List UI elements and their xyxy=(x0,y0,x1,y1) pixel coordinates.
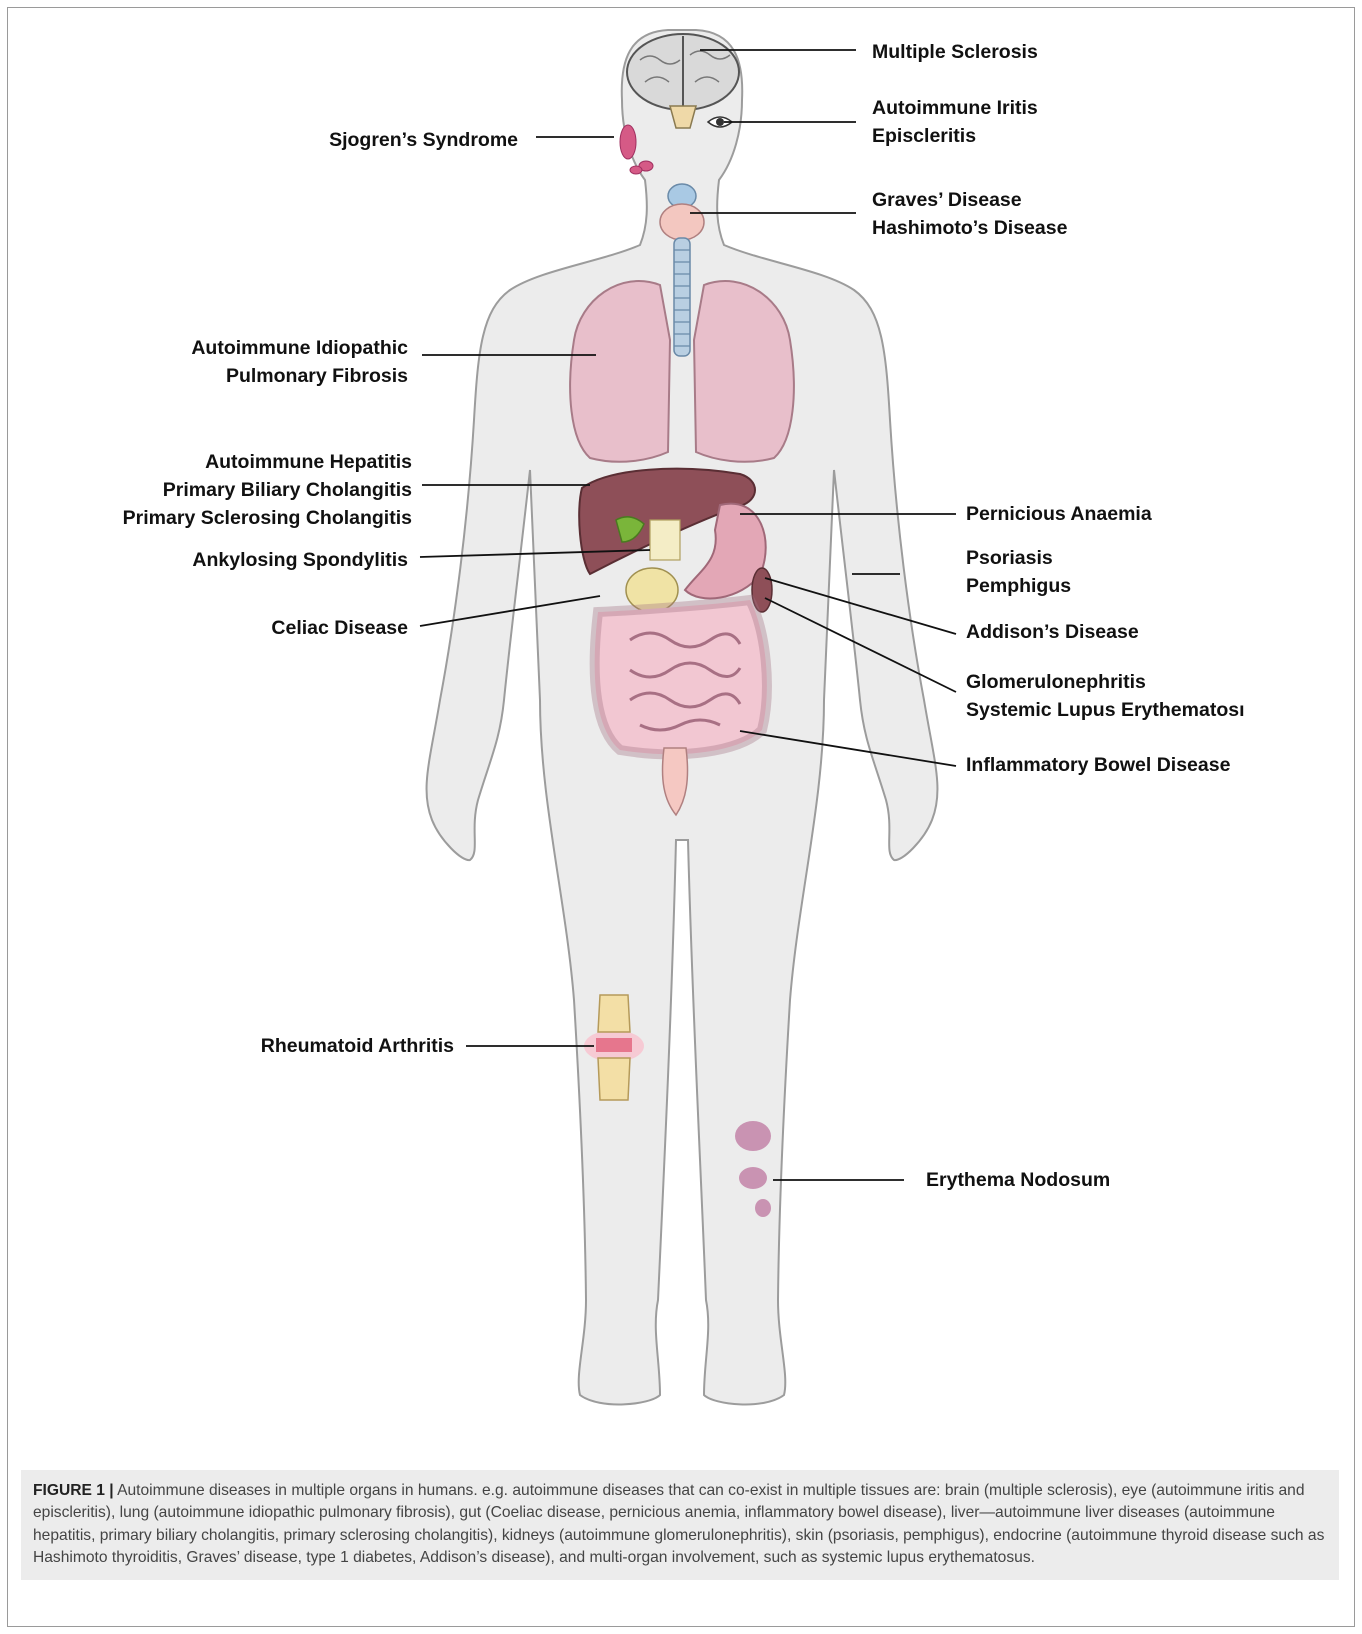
label-rheumatoid: Rheumatoid Arthritis xyxy=(261,1032,454,1060)
caption-text: Autoimmune diseases in multiple organs i… xyxy=(33,1482,1324,1566)
label-skin: Psoriasis Pemphigus xyxy=(966,544,1071,600)
label-thyroid: Graves’ Disease Hashimoto’s Disease xyxy=(872,186,1067,242)
label-ibd: Inflammatory Bowel Disease xyxy=(966,751,1230,779)
anatomy-diagram xyxy=(0,0,1362,1460)
label-kidney: Glomerulonephritis Systemic Lupus Erythe… xyxy=(966,668,1245,724)
label-liver: Autoimmune Hepatitis Primary Biliary Cho… xyxy=(123,448,412,532)
label-celiac: Celiac Disease xyxy=(271,614,408,642)
figure-caption: FIGURE 1 | Autoimmune diseases in multip… xyxy=(21,1470,1339,1580)
label-pernicious: Pernicious Anaemia xyxy=(966,500,1152,528)
label-pulmonary: Autoimmune Idiopathic Pulmonary Fibrosis xyxy=(191,334,408,390)
label-erythema: Erythema Nodosum xyxy=(926,1166,1110,1194)
label-sjogren: Sjogren’s Syndrome xyxy=(329,126,518,154)
label-multiple-sclerosis: Multiple Sclerosis xyxy=(872,38,1038,66)
label-iritis: Autoimmune Iritis Episcleritis xyxy=(872,94,1038,150)
label-ankylosing: Ankylosing Spondylitis xyxy=(192,546,408,574)
label-addison: Addison’s Disease xyxy=(966,618,1139,646)
caption-label: FIGURE 1 | xyxy=(33,1482,114,1499)
